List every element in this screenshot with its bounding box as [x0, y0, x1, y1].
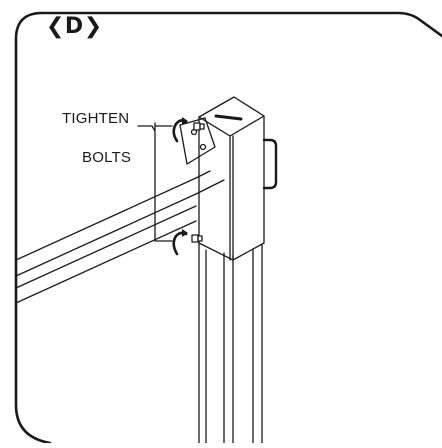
rotation-arrow-upper-icon	[172, 117, 188, 143]
step-label: ❮D❯	[46, 14, 103, 39]
rotation-arrow-lower-icon	[172, 229, 188, 256]
upper-bolt-icon	[193, 122, 205, 131]
lower-bolt-icon	[191, 234, 203, 243]
upright-post-top	[198, 96, 265, 261]
frame-border	[14, 11, 442, 445]
upright-legs	[198, 242, 263, 444]
crossbar-beam	[15, 170, 225, 304]
side-handle	[262, 138, 278, 190]
annotation-line-1: TIGHTEN	[62, 110, 130, 127]
annotation-line-2: BOLTS	[82, 149, 132, 166]
callout-leader	[137, 122, 173, 242]
